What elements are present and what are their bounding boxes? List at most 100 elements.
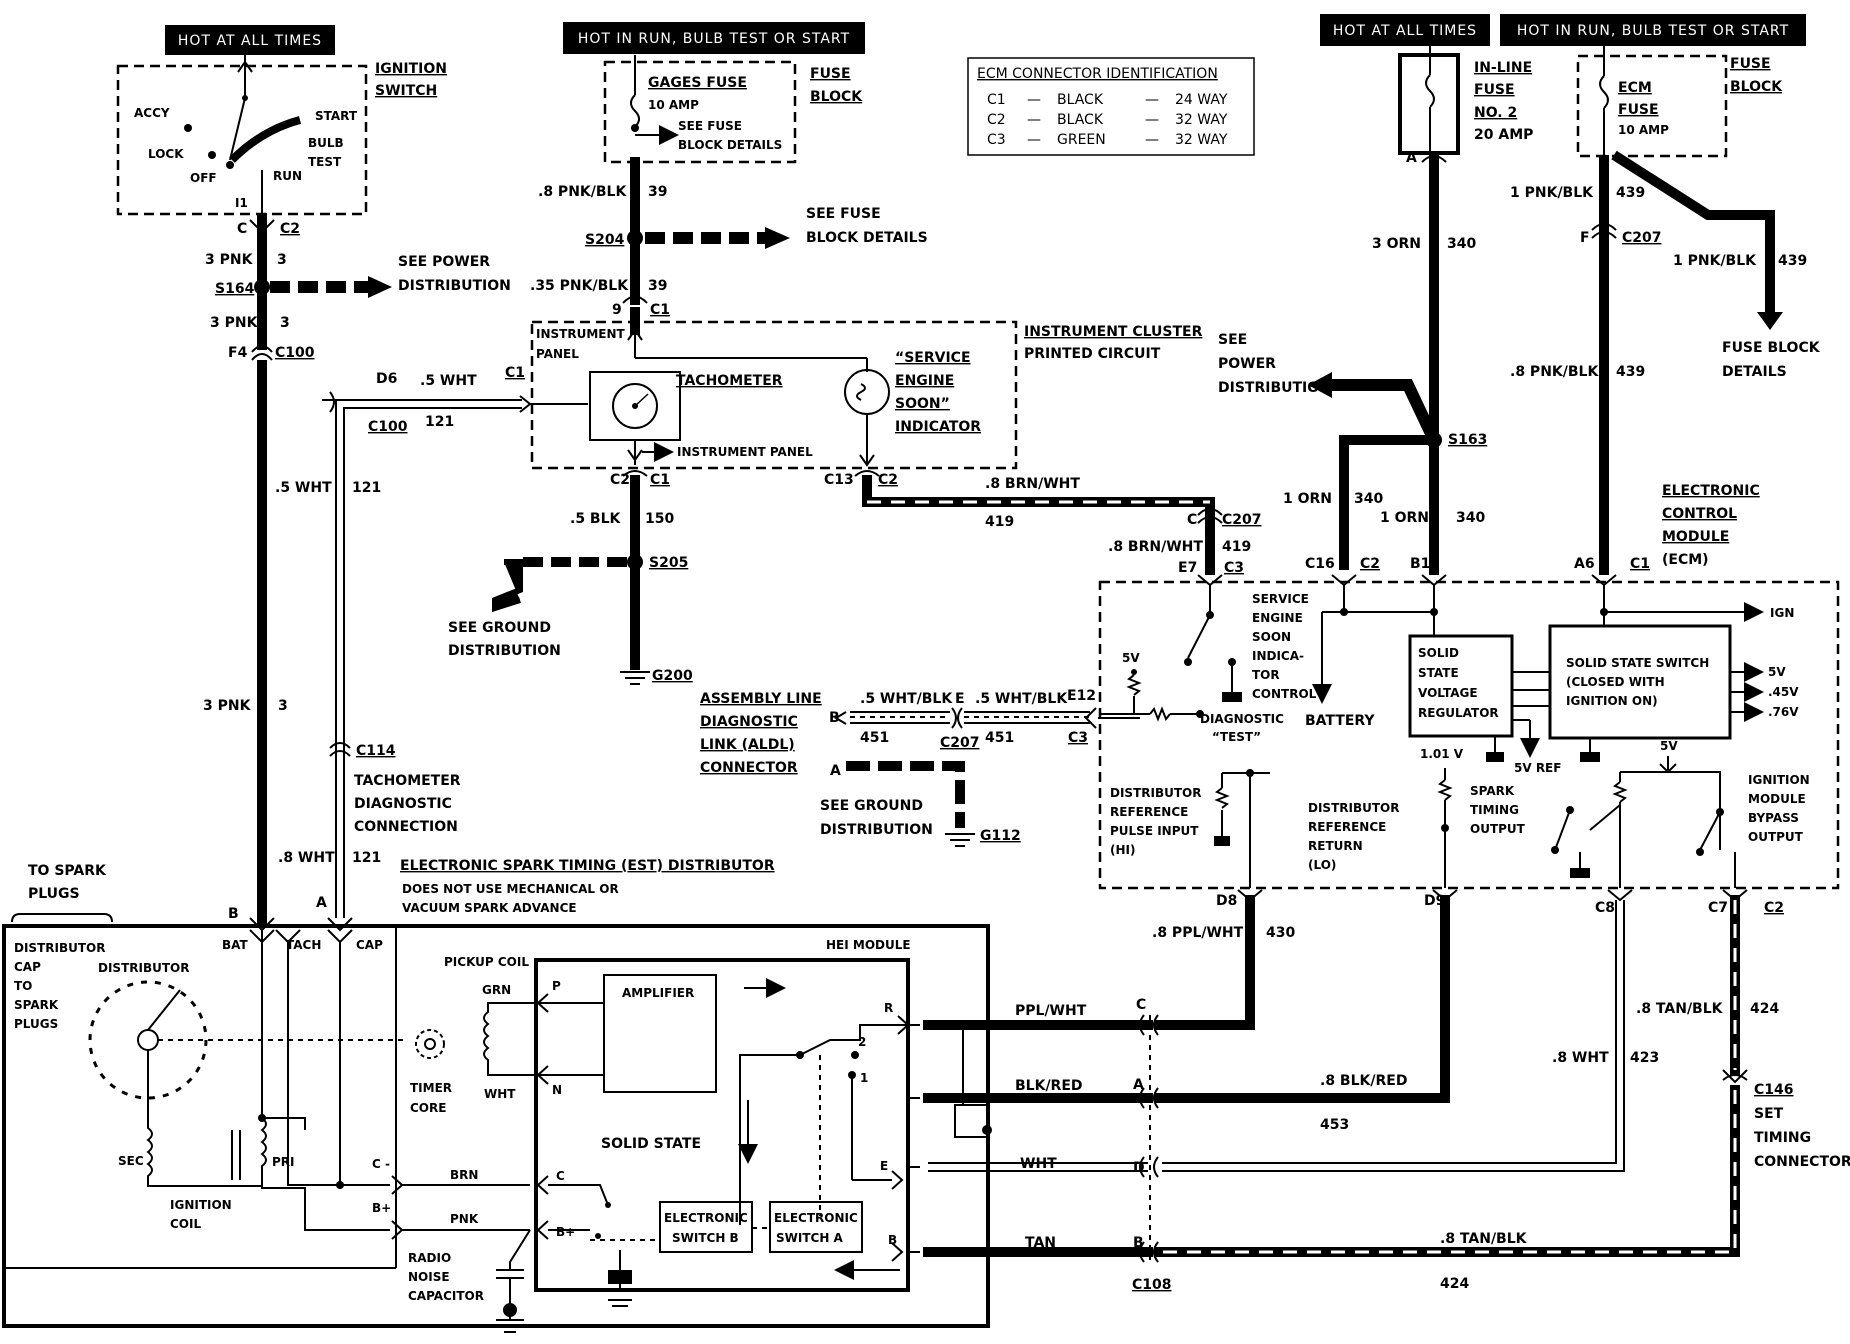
svg-text:SEE GROUND: SEE GROUND (448, 620, 551, 636)
svg-text:.8 BRN/WHT: .8 BRN/WHT (1108, 539, 1203, 555)
svg-text:PRI: PRI (272, 1155, 295, 1169)
svg-text:D8: D8 (1216, 893, 1237, 909)
svg-text:C207: C207 (1222, 512, 1262, 528)
svg-text:C207: C207 (940, 735, 980, 751)
svg-text:C3: C3 (987, 132, 1006, 148)
svg-text:CONTROL: CONTROL (1662, 506, 1737, 522)
svg-text:E: E (955, 691, 965, 707)
ignition-switch: ACCY LOCK OFF RUN START BULB TEST IGNITI… (116, 55, 447, 237)
svg-text:A: A (316, 895, 327, 911)
svg-text:BRN: BRN (450, 1168, 478, 1182)
svg-text:D6: D6 (376, 371, 397, 387)
svg-text:TO SPARK: TO SPARK (28, 863, 107, 879)
svg-text:B+: B+ (556, 1225, 575, 1239)
svg-text:FUSE: FUSE (1730, 56, 1771, 72)
hei-module: HEI MODULE P N AMPLIFIER R 2 1 E SOLID S… (534, 938, 920, 1307)
svg-text:SEC: SEC (118, 1154, 144, 1168)
wire-brnwht-419: C13 C2 .8 BRN/WHT 419 C C207 .8 BRN/WHT … (824, 470, 1262, 576)
svg-text:—: — (1027, 112, 1041, 128)
header-hot-center: HOT IN RUN, BULB TEST OR START (563, 22, 865, 54)
svg-text:3 PNK: 3 PNK (205, 252, 254, 268)
svg-text:.35 PNK/BLK: .35 PNK/BLK (530, 278, 629, 294)
svg-text:—: — (1145, 132, 1159, 148)
svg-text:SET: SET (1754, 1106, 1784, 1122)
svg-text:3: 3 (278, 698, 288, 714)
svg-text:SPARK: SPARK (14, 998, 59, 1012)
svg-text:.5 WHT/BLK: .5 WHT/BLK (975, 691, 1068, 707)
svg-text:39: 39 (648, 278, 667, 294)
svg-text:TACH: TACH (286, 938, 321, 952)
svg-text:STATE: STATE (1418, 666, 1459, 680)
svg-text:C2: C2 (878, 472, 898, 488)
svg-text:S163: S163 (1448, 432, 1487, 448)
svg-text:C13: C13 (824, 472, 854, 488)
svg-text:ELECTRONIC: ELECTRONIC (664, 1211, 748, 1225)
svg-text:SEE: SEE (1218, 332, 1247, 348)
svg-text:B+: B+ (372, 1201, 391, 1215)
inline-fuse: IN-LINE FUSE NO. 2 20 AMP A (1398, 46, 1533, 166)
svg-text:B1: B1 (1410, 556, 1430, 572)
svg-text:BLOCK DETAILS: BLOCK DETAILS (678, 138, 782, 152)
svg-text:NOISE: NOISE (408, 1270, 450, 1284)
svg-text:340: 340 (1456, 510, 1485, 526)
svg-text:LOCK: LOCK (148, 147, 184, 161)
svg-text:C108: C108 (1132, 1277, 1172, 1293)
svg-text:ECM: ECM (1618, 80, 1652, 96)
svg-text:BLOCK DETAILS: BLOCK DETAILS (806, 230, 928, 246)
svg-text:C2: C2 (1764, 900, 1784, 916)
svg-text:1 PNK/BLK: 1 PNK/BLK (1510, 185, 1594, 201)
svg-text:ECM CONNECTOR IDENTIFICATION: ECM CONNECTOR IDENTIFICATION (977, 66, 1218, 82)
svg-text:.8 PPL/WHT: .8 PPL/WHT (1152, 925, 1244, 941)
svg-text:REGULATOR: REGULATOR (1418, 706, 1499, 720)
aldl-connector: ASSEMBLY LINE DIAGNOSTIC LINK (ALDL) CON… (700, 688, 1140, 847)
svg-text:C: C (1187, 512, 1197, 528)
svg-text:39: 39 (648, 184, 667, 200)
svg-text:ELECTRONIC: ELECTRONIC (1662, 483, 1760, 499)
svg-text:PICKUP COIL: PICKUP COIL (444, 955, 529, 969)
ecm-module: ELECTRONIC CONTROL MODULE (ECM) SERVICE … (1098, 483, 1840, 890)
svg-text:453: 453 (1320, 1117, 1349, 1133)
svg-text:.5 WHT: .5 WHT (275, 480, 332, 496)
svg-text:1.01 V: 1.01 V (1420, 747, 1464, 761)
header-hot-right1: HOT AT ALL TIMES (1320, 14, 1490, 46)
svg-text:A: A (830, 763, 841, 779)
svg-text:.8 PNK/BLK: .8 PNK/BLK (1510, 364, 1599, 380)
svg-text:DISTRIBUTION: DISTRIBUTION (820, 822, 933, 838)
svg-text:E12: E12 (1067, 688, 1096, 704)
svg-text:5V: 5V (1768, 665, 1786, 679)
svg-text:SEE FUSE: SEE FUSE (678, 119, 742, 133)
svg-text:BLOCK: BLOCK (1730, 79, 1783, 95)
svg-text:REFERENCE: REFERENCE (1308, 820, 1386, 834)
wire-orn-340: 3 ORN 340 SEE POWER DISTRIBUTION S163 1 … (1218, 155, 1487, 575)
svg-text:TO: TO (14, 979, 32, 993)
est-label: ELECTRONIC SPARK TIMING (EST) DISTRIBUTO… (11, 858, 775, 923)
svg-text:B: B (228, 906, 239, 922)
svg-text:—: — (1145, 112, 1159, 128)
svg-text:.8 WHT: .8 WHT (278, 850, 335, 866)
svg-text:(LO): (LO) (1308, 858, 1336, 872)
svg-text:430: 430 (1266, 925, 1295, 941)
svg-text:.8 TAN/BLK: .8 TAN/BLK (1636, 1001, 1724, 1017)
gages-fuse: GAGES FUSE 10 AMP SEE FUSE BLOCK DETAILS… (603, 55, 863, 164)
svg-text:PANEL: PANEL (536, 347, 579, 361)
svg-text:C2: C2 (280, 221, 300, 237)
svg-text:121: 121 (425, 414, 454, 430)
svg-text:C1: C1 (650, 302, 670, 318)
svg-text:F: F (1580, 230, 1590, 246)
svg-text:C100: C100 (368, 419, 408, 435)
wire-pnkblk-39: .8 PNK/BLK 39 S204 SEE FUSE BLOCK DETAIL… (530, 157, 928, 335)
svg-text:IGN: IGN (1770, 606, 1794, 620)
svg-text:C3: C3 (1068, 730, 1088, 746)
svg-text:INDICATOR: INDICATOR (895, 419, 981, 435)
c108-harness: C A D B C108 PPL/WHT BLK/RED .8 BLK/RED … (923, 997, 1528, 1293)
svg-text:B: B (888, 1233, 897, 1247)
svg-text:LINK (ALDL): LINK (ALDL) (700, 737, 795, 753)
svg-text:1 ORN: 1 ORN (1380, 510, 1429, 526)
svg-text:WHT: WHT (484, 1087, 516, 1101)
svg-text:DIAGNOSTIC: DIAGNOSTIC (354, 796, 452, 812)
svg-text:A: A (1133, 1077, 1144, 1093)
svg-text:N: N (552, 1083, 562, 1097)
svg-text:SPARK: SPARK (1470, 784, 1515, 798)
svg-text:C3: C3 (1224, 560, 1244, 576)
svg-text:INDICA-: INDICA- (1252, 649, 1304, 663)
